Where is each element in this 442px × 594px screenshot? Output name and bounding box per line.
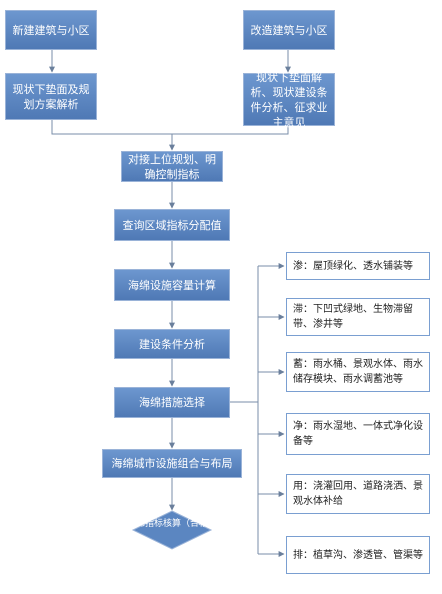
node-capacity-calc-label: 海绵设施容量计算 [128,278,216,292]
check-diamond [131,510,213,550]
node-new-building: 新建建筑与小区 [5,10,97,50]
node-condition-analysis: 建设条件分析 [114,329,230,359]
node-renovate-building: 改造建筑与小区 [243,10,335,50]
option-detain: 滞：下凹式绿地、生物滞留带、渗井等 [286,298,430,336]
option-detain-text: 滞：下凹式绿地、生物滞留带、渗井等 [293,304,413,330]
node-renovate-analysis-label: 现状下垫面解析、现状建设条件分析、征求业主意见 [250,70,328,129]
node-layout: 海绵城市设施组合与布局 [102,449,242,478]
node-query-index: 查询区域指标分配值 [114,209,230,241]
node-measure-select-label: 海绵措施选择 [139,396,205,409]
option-store-text: 蓄：雨水桶、景观水体、雨水储存模块、雨水调蓄池等 [293,359,423,385]
node-upper-plan: 对接上位规划、明确控制指标 [121,151,223,182]
edge-new-analysis-merge [51,120,172,135]
edge-renovate-analysis-merge [172,126,289,135]
option-use: 用：浇灌回用、道路浇洒、景观水体补给 [286,474,430,514]
option-infiltrate: 渗：屋顶绿化、透水铺装等 [286,252,430,280]
node-measure-select: 海绵措施选择 [114,387,230,418]
node-capacity-calc: 海绵设施容量计算 [114,269,230,301]
node-new-analysis: 现状下垫面及规划方案解析 [5,73,97,120]
option-purify-text: 净：雨水湿地、一体式净化设备等 [293,421,423,447]
option-drain-text: 排：植草沟、渗透管、管渠等 [293,549,423,561]
node-condition-analysis-label: 建设条件分析 [139,337,205,351]
option-infiltrate-text: 渗：屋顶绿化、透水铺装等 [293,260,413,272]
option-purify: 净：雨水湿地、一体式净化设备等 [286,413,430,455]
node-upper-plan-label: 对接上位规划、明确控制指标 [128,152,216,181]
option-store: 蓄：雨水桶、景观水体、雨水储存模块、雨水调蓄池等 [286,352,430,392]
node-new-analysis-label: 现状下垫面及规划方案解析 [12,82,90,111]
check-diamond-label: 海绵指标核算（合格） [127,519,218,529]
node-new-building-label: 新建建筑与小区 [12,23,90,37]
node-layout-label: 海绵城市设施组合与布局 [111,457,233,470]
node-renovate-analysis: 现状下垫面解析、现状建设条件分析、征求业主意见 [243,71,335,129]
node-renovate-building-label: 改造建筑与小区 [250,23,328,37]
option-drain: 排：植草沟、渗透管、管渠等 [286,536,430,574]
option-use-text: 用：浇灌回用、道路浇洒、景观水体补给 [293,481,423,507]
node-query-index-label: 查询区域指标分配值 [122,218,222,232]
